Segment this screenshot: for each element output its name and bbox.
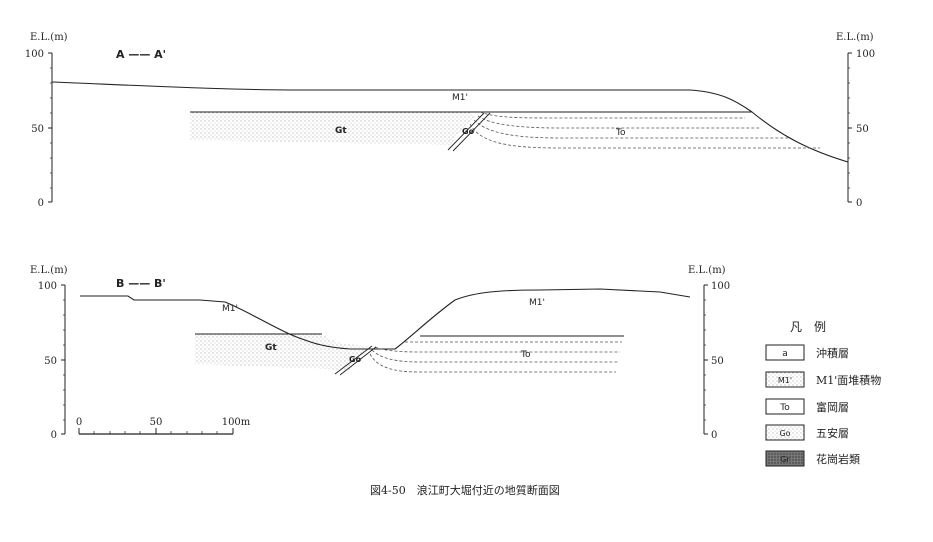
legend-label-goyasu: 五安層 — [816, 426, 849, 440]
legend-symbol-alluvium: a — [782, 349, 788, 359]
section-a-left-tick-0: 0 — [38, 198, 44, 209]
section-a-to-layer — [469, 111, 820, 149]
section-b-label-m1-right: M1' — [529, 298, 545, 308]
section-b-to-layer — [369, 341, 622, 373]
scale-label-0: 0 — [76, 417, 82, 428]
legend-symbol-goyasu: Go — [779, 429, 790, 438]
section-a-title: A —— A' — [116, 48, 166, 61]
section-b-label-to: To — [520, 350, 531, 360]
section-b-left-tick-50: 50 — [44, 356, 57, 367]
section-b-title: B —— B' — [116, 277, 166, 290]
section-b: B —— B' E.L.(m) 100 50 0 E.L.(m) 100 50 — [30, 265, 730, 441]
legend-label-m1-deposits: M1'面堆積物 — [816, 373, 881, 387]
section-a-right-tick-50: 50 — [856, 124, 869, 135]
section-b-label-m1-left: M1' — [222, 304, 238, 314]
section-b-right-axis-label: E.L.(m) — [688, 265, 726, 276]
legend-item-goyasu: Go 五安層 — [765, 424, 849, 441]
section-a-right-tick-0: 0 — [856, 198, 862, 209]
legend-label-alluvium: 沖積層 — [816, 346, 849, 360]
legend-symbol-tomioka: To — [779, 403, 790, 413]
section-a: A —— A' E.L.(m) 100 50 0 E.L.(m) 100 50 — [25, 32, 875, 209]
section-a-right-axis-label: E.L.(m) — [836, 32, 874, 43]
section-b-right-tick-50: 50 — [711, 356, 724, 367]
section-b-go-boundary — [334, 345, 377, 376]
scale-label-100m: 100m — [222, 417, 251, 428]
section-a-left-tick-100: 100 — [25, 49, 44, 60]
section-a-go-boundary — [447, 112, 491, 152]
section-b-right-tick-0: 0 — [711, 430, 717, 441]
legend: 凡 例 a 沖積層 M1' M1'面堆積物 To 富岡層 Go 五安層 Gr 花… — [765, 320, 881, 467]
legend-label-tomioka: 富岡層 — [816, 400, 849, 414]
legend-item-m1-deposits: M1' M1'面堆積物 — [765, 371, 881, 388]
section-b-right-tick-100: 100 — [711, 281, 730, 292]
section-a-gt-layer — [190, 112, 475, 145]
scale-label-50: 50 — [150, 417, 163, 428]
legend-symbol-granite: Gr — [780, 455, 790, 464]
legend-label-granite: 花崗岩類 — [816, 452, 860, 466]
legend-title: 凡 例 — [790, 320, 826, 334]
legend-item-tomioka: To 富岡層 — [765, 398, 849, 415]
legend-symbol-m1-deposits: M1' — [778, 376, 792, 385]
section-a-ground-surface — [51, 81, 849, 163]
section-b-ground-surface — [80, 288, 691, 350]
section-b-label-go: Go — [349, 355, 362, 364]
section-b-left-tick-0: 0 — [51, 430, 57, 441]
section-a-label-m1: M1' — [452, 93, 468, 103]
section-b-gt-layer — [195, 334, 368, 370]
section-b-left-axis-label: E.L.(m) — [30, 265, 68, 276]
section-a-label-go: Go — [462, 127, 475, 136]
section-a-left-tick-50: 50 — [31, 124, 44, 135]
section-b-label-gt: Gt — [265, 343, 277, 353]
section-a-label-gt: Gt — [335, 126, 347, 136]
scale-bar: 0 50 100m — [76, 417, 251, 435]
legend-item-alluvium: a 沖積層 — [765, 344, 849, 361]
section-a-right-tick-100: 100 — [856, 49, 875, 60]
legend-item-granite: Gr 花崗岩類 — [765, 450, 860, 467]
section-b-left-tick-100: 100 — [38, 281, 57, 292]
section-a-left-axis-label: E.L.(m) — [30, 32, 68, 43]
section-a-label-to: To — [615, 128, 626, 138]
figure-caption: 図4-50 浪江町大堀付近の地質断面図 — [370, 483, 560, 497]
